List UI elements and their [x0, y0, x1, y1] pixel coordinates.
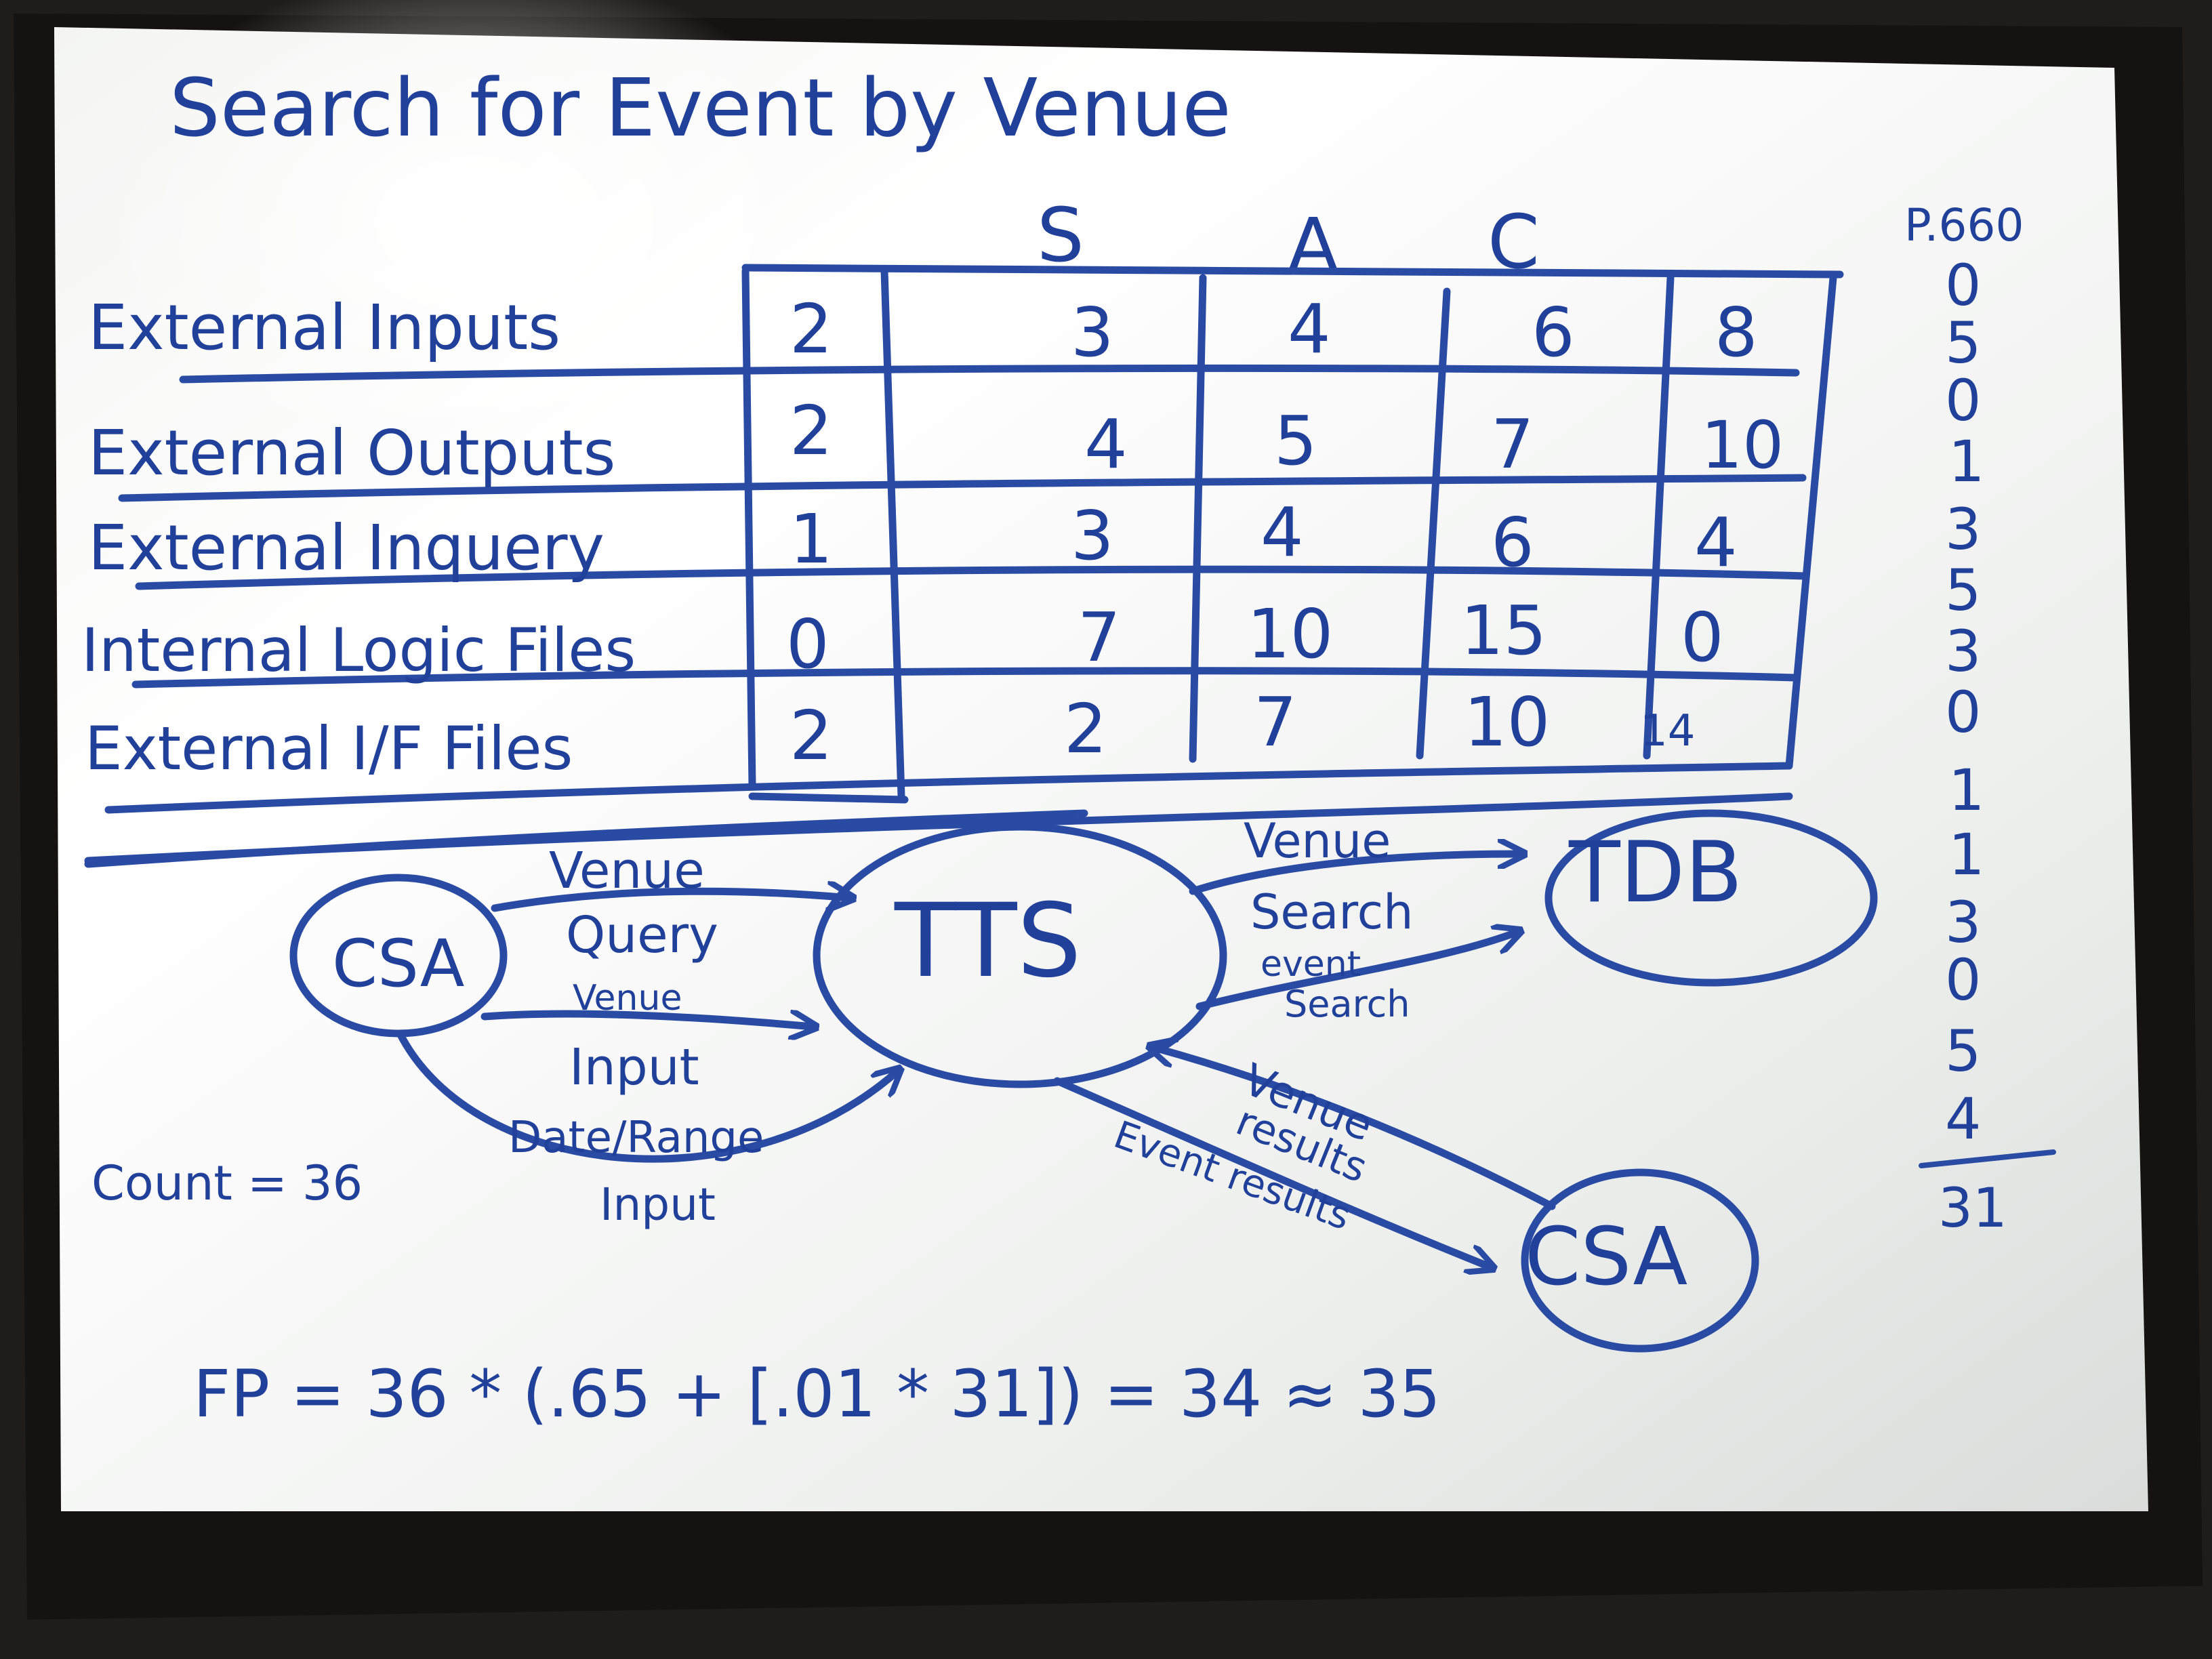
csa-right-label: CSA — [1525, 1210, 1687, 1303]
column-header-a: A — [1288, 202, 1338, 289]
table-cell: 2 — [790, 696, 833, 775]
row-label-internal-logic-files: Internal Logic Files — [81, 615, 636, 685]
side-number: 3 — [1945, 496, 1981, 562]
csa-right-bubble — [1521, 1168, 1759, 1353]
count-note: Count = 36 — [91, 1155, 363, 1211]
tdb-label: TDB — [1568, 824, 1742, 922]
table-cell: 10 — [1464, 682, 1550, 762]
table-cell: 10 — [1701, 407, 1784, 483]
table-cell: 6 — [1532, 293, 1575, 372]
sum-line — [1919, 1149, 2056, 1168]
side-number: 3 — [1945, 618, 1981, 684]
table-cell: 7 — [1491, 405, 1534, 484]
side-number: 5 — [1945, 1018, 1981, 1084]
table-cell: 4 — [1084, 405, 1128, 484]
venue-query-label-line2: Query — [566, 906, 718, 964]
side-total: 31 — [1938, 1176, 2007, 1240]
table-cell: 10 — [1247, 594, 1333, 674]
event-search-label-line1: event — [1261, 944, 1361, 985]
side-number: 4 — [1945, 1086, 1981, 1152]
table-cell: 0 — [786, 605, 830, 684]
table-cell: 4 — [1694, 503, 1738, 582]
side-number: 0 — [1945, 252, 1981, 319]
table-cell: 6 — [1491, 503, 1534, 582]
row-label-external-if-files: External I/F Files — [85, 714, 573, 783]
table-cell: 2 — [790, 391, 833, 470]
side-number: 0 — [1945, 679, 1981, 745]
table-cell: 3 — [1071, 293, 1114, 372]
page-reference: P.660 — [1904, 199, 2024, 251]
side-number: 3 — [1945, 889, 1981, 956]
side-number: 0 — [1945, 367, 1981, 434]
date-range-label-line2: Input — [600, 1179, 716, 1231]
left-divider-line — [84, 809, 1088, 868]
table-cell: 15 — [1460, 591, 1547, 670]
board-title: Search for Event by Venue — [169, 61, 1231, 155]
venue-input-label-line1: Venue — [573, 978, 682, 1019]
date-range-label-line1: Date/Range — [508, 1113, 764, 1163]
csa-left-label: CSA — [332, 926, 464, 1002]
row-label-external-inputs: External Inputs — [88, 291, 560, 364]
column-header-s: S — [1037, 192, 1084, 279]
venue-query-label-line1: Venue — [549, 842, 705, 900]
row-label-external-inquery: External Inquery — [88, 512, 605, 584]
table-cell: 4 — [1261, 493, 1304, 572]
side-number-column: 0 5 0 1 3 5 3 0 1 1 3 0 5 4 — [1945, 252, 1984, 1152]
diagram-arrows — [396, 854, 1556, 1267]
side-number: 1 — [1948, 428, 1984, 495]
row-label-external-outputs: External Outputs — [88, 417, 615, 489]
venue-input-label-line2: Input — [569, 1038, 699, 1097]
table-cell: 8 — [1715, 293, 1758, 372]
table-cells: 2 3 4 6 8 2 4 5 7 10 1 3 4 6 4 0 7 10 15… — [786, 289, 1784, 775]
table-cell: 3 — [1071, 496, 1114, 575]
table-cell: 5 — [1274, 401, 1317, 480]
venue-search-label-line2: Search — [1250, 884, 1414, 940]
venue-search-label-line1: Venue — [1244, 813, 1391, 869]
side-number: 5 — [1945, 557, 1981, 623]
tts-bubble — [813, 823, 1227, 1088]
side-number: 1 — [1948, 821, 1984, 888]
table-cell: 7 — [1078, 598, 1121, 677]
side-number: 5 — [1945, 310, 1981, 376]
table-cell: 2 — [790, 289, 833, 369]
side-number: 0 — [1945, 947, 1981, 1013]
table-cell: 1 — [790, 499, 833, 579]
table-cell: 14 — [1640, 706, 1695, 756]
function-point-formula: FP = 36 * (.65 + [.01 * 31]) = 34 ≈ 35 — [193, 1356, 1441, 1432]
tts-label: TTS — [894, 882, 1082, 1000]
event-search-label-line2: Search — [1284, 983, 1410, 1025]
table-cell: 2 — [1064, 689, 1107, 769]
table-cell: 4 — [1288, 289, 1331, 369]
table-cell: 0 — [1681, 598, 1724, 677]
tdb-bubble — [1544, 809, 1878, 987]
side-number: 1 — [1948, 757, 1984, 823]
table-cell: 7 — [1254, 682, 1297, 762]
light-glare — [95, 0, 854, 481]
